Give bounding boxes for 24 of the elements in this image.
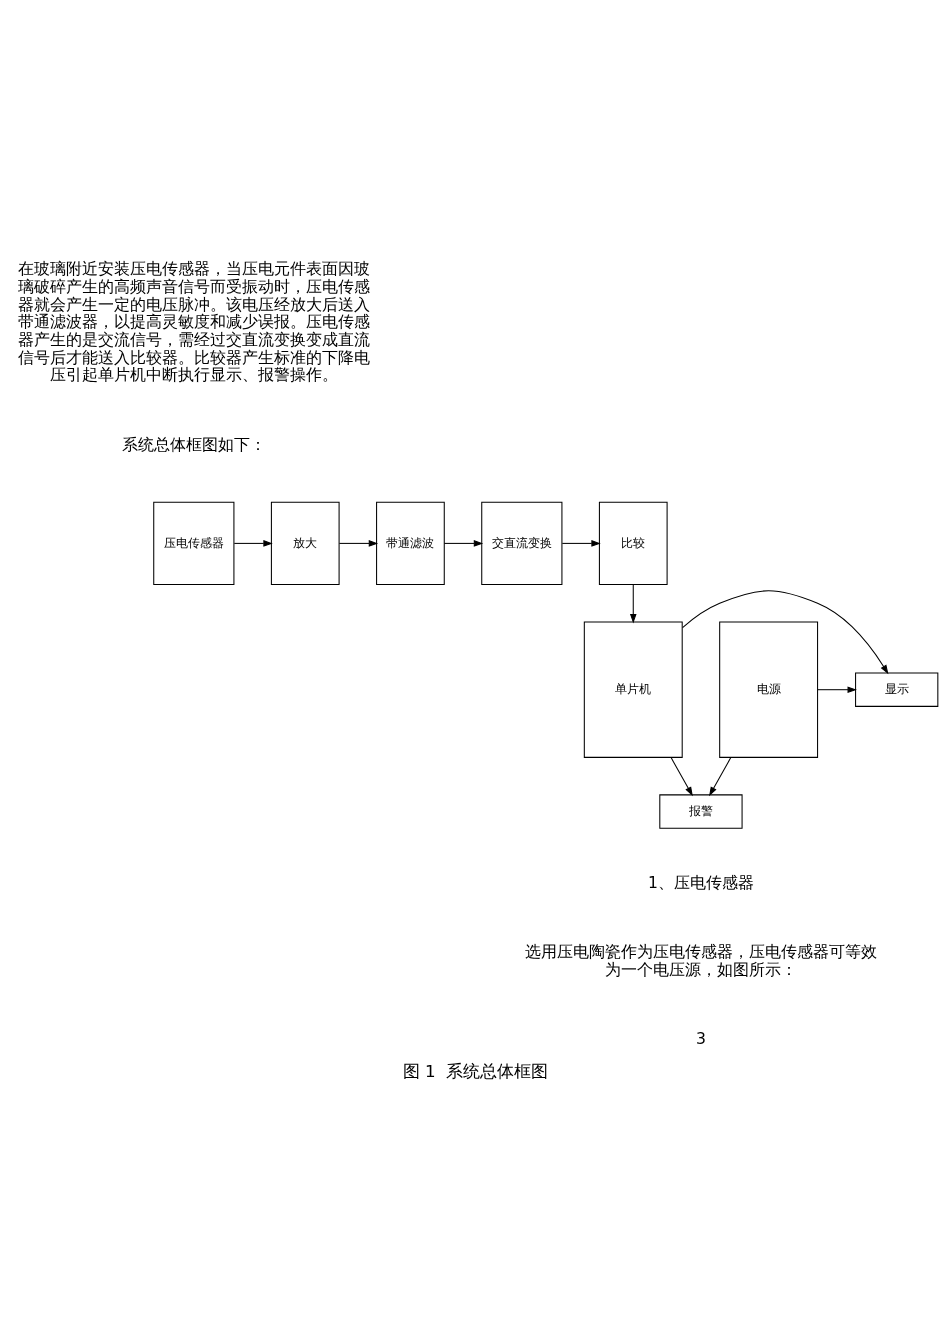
arrow xyxy=(816,686,857,693)
label: 系统总体框图如下： xyxy=(121,435,266,454)
node-box: 放大 xyxy=(270,501,340,586)
label: 1、压电传感器 xyxy=(647,874,754,893)
arrow xyxy=(338,540,378,547)
node-box: 报警 xyxy=(658,794,743,829)
arrow xyxy=(443,540,483,547)
arrow xyxy=(233,540,273,547)
arrow xyxy=(708,757,731,797)
arrow xyxy=(670,757,693,797)
label: 在玻璃附近安装压电传感器，当压电元件表面因玻璃破碎产生的高频声音信号而受振动时，压电传感器就会产生一定的电压脉冲。该电压经放大后送入带通滤波器，以提高灵敏度和减少误报。压电传感器产生的是交流信号，需经过交直流变换变成直流信号后才能送入比较器。比较器产生标准的下降电压引起单片机中断执行显示、报警操作。 xyxy=(17,260,370,385)
node-box: 比较 xyxy=(598,501,668,586)
node-box: 压电传感器 xyxy=(152,501,234,586)
label: 选用压电陶瓷作为压电传感器，压电传感器可等效为一个电压源，如图所示： xyxy=(524,943,877,980)
node-box: 显示 xyxy=(854,672,938,707)
node-box: 交直流变换 xyxy=(480,501,562,586)
arrow xyxy=(681,590,888,675)
arrow xyxy=(561,540,601,547)
node-box: 带通滤波 xyxy=(375,501,445,586)
node-box: 电源 xyxy=(718,621,818,758)
arrow xyxy=(629,584,637,624)
node-box: 单片机 xyxy=(583,621,683,758)
label: 3 xyxy=(695,1030,706,1049)
caption: 图 1 系统总体框图 xyxy=(402,1061,548,1081)
